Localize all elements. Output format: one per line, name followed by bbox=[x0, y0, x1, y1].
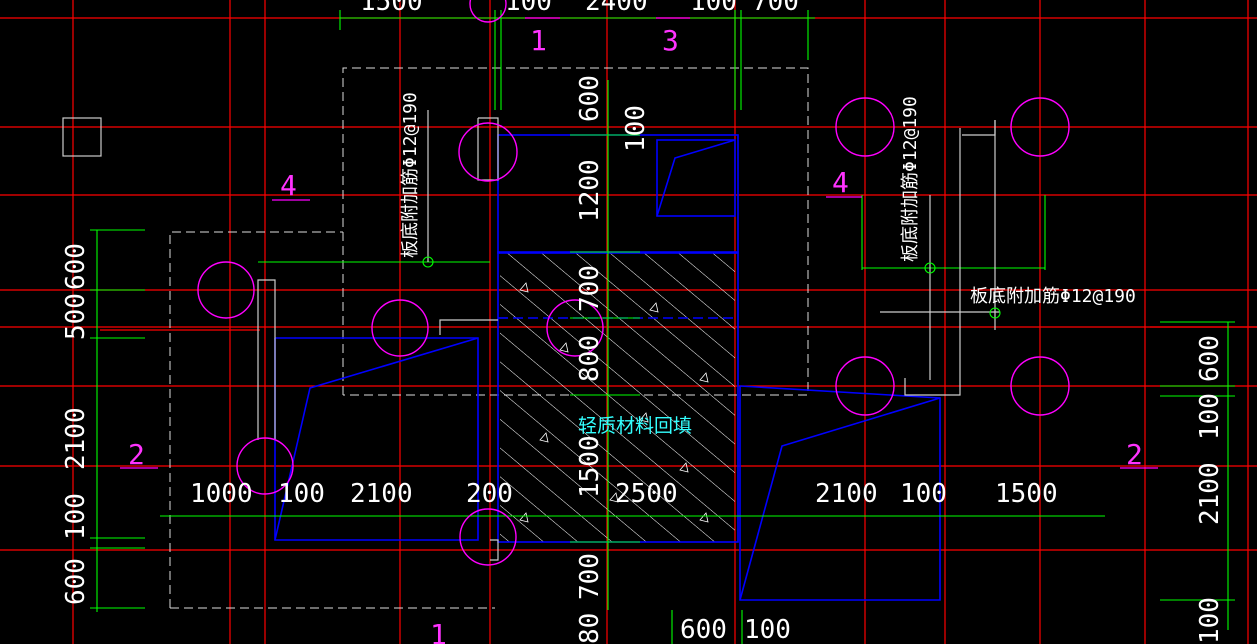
blue-outlines bbox=[274, 134, 941, 601]
dim-col-100: 100 bbox=[621, 105, 651, 152]
dim-top-100b: 100 bbox=[690, 0, 737, 17]
dim-row-200: 200 bbox=[466, 479, 513, 509]
dim-left-500: 500 bbox=[61, 293, 91, 340]
dim-right-100b: 100 bbox=[1195, 597, 1225, 644]
dim-bottom-100: 100 bbox=[744, 615, 791, 644]
grid-label-2-right: 2 bbox=[1126, 438, 1143, 471]
dim-bottom-600: 600 bbox=[680, 615, 727, 644]
grid-label-2-left: 2 bbox=[128, 438, 145, 471]
dim-row-100b: 100 bbox=[900, 479, 947, 509]
dim-row-100: 100 bbox=[278, 479, 325, 509]
small-circle-icon bbox=[422, 256, 1001, 319]
dim-left-600b: 600 bbox=[61, 558, 91, 605]
dim-top-100: 100 bbox=[505, 0, 552, 17]
dimension-text: 1500 100 2400 100 700 600 500 2100 100 6… bbox=[61, 0, 1225, 644]
dim-row-2100: 2100 bbox=[350, 479, 413, 509]
rebar-note-left: 板底附加筋Φ12@190 bbox=[400, 92, 421, 258]
dim-top-1500: 1500 bbox=[360, 0, 423, 17]
dim-col-1200: 1200 bbox=[575, 159, 605, 222]
grid-label-underlines bbox=[120, 17, 1158, 469]
grid-label-1-bottom: 1 bbox=[430, 618, 447, 644]
grid-label-1: 1 bbox=[530, 24, 547, 57]
dim-col-800: 800 bbox=[575, 335, 605, 382]
rebar-lines bbox=[62, 110, 1000, 561]
grid-label-4-left: 4 bbox=[280, 169, 297, 202]
dim-row-1500: 1500 bbox=[995, 479, 1058, 509]
dim-row-1000: 1000 bbox=[190, 479, 253, 509]
lightweight-fill-hatch bbox=[500, 252, 735, 542]
dim-row-2500: 2500 bbox=[615, 479, 678, 509]
rebar-note-right-vertical: 板底附加筋Φ12@190 bbox=[900, 96, 921, 262]
grid-label-4-right: 4 bbox=[832, 166, 849, 199]
dimension-lines bbox=[90, 10, 1235, 644]
circle-column-icon bbox=[197, 0, 1070, 566]
dim-right-2100: 2100 bbox=[1195, 462, 1225, 525]
dim-left-600: 600 bbox=[61, 243, 91, 290]
dim-col-600: 600 bbox=[575, 75, 605, 122]
dim-left-100: 100 bbox=[61, 493, 91, 540]
grid-labels: 1 3 4 4 2 2 1 bbox=[128, 24, 1143, 644]
dim-left-2100: 2100 bbox=[61, 407, 91, 470]
dim-top-700: 700 bbox=[752, 0, 799, 17]
dim-top-2400: 2400 bbox=[585, 0, 648, 17]
dim-right-100: 100 bbox=[1195, 393, 1225, 440]
rebar-note-right-horizontal: 板底附加筋Φ12@190 bbox=[970, 286, 1136, 307]
dim-right-600: 600 bbox=[1195, 335, 1225, 382]
dim-col-700: 700 bbox=[575, 265, 605, 312]
dim-col-700b: 700 bbox=[575, 553, 605, 600]
grid-label-3: 3 bbox=[662, 24, 679, 57]
fill-label: 轻质材料回填 bbox=[578, 415, 692, 437]
dim-col-80: 80 bbox=[575, 613, 605, 644]
dim-row-2100b: 2100 bbox=[815, 479, 878, 509]
dim-col-1500: 1500 bbox=[575, 435, 605, 498]
